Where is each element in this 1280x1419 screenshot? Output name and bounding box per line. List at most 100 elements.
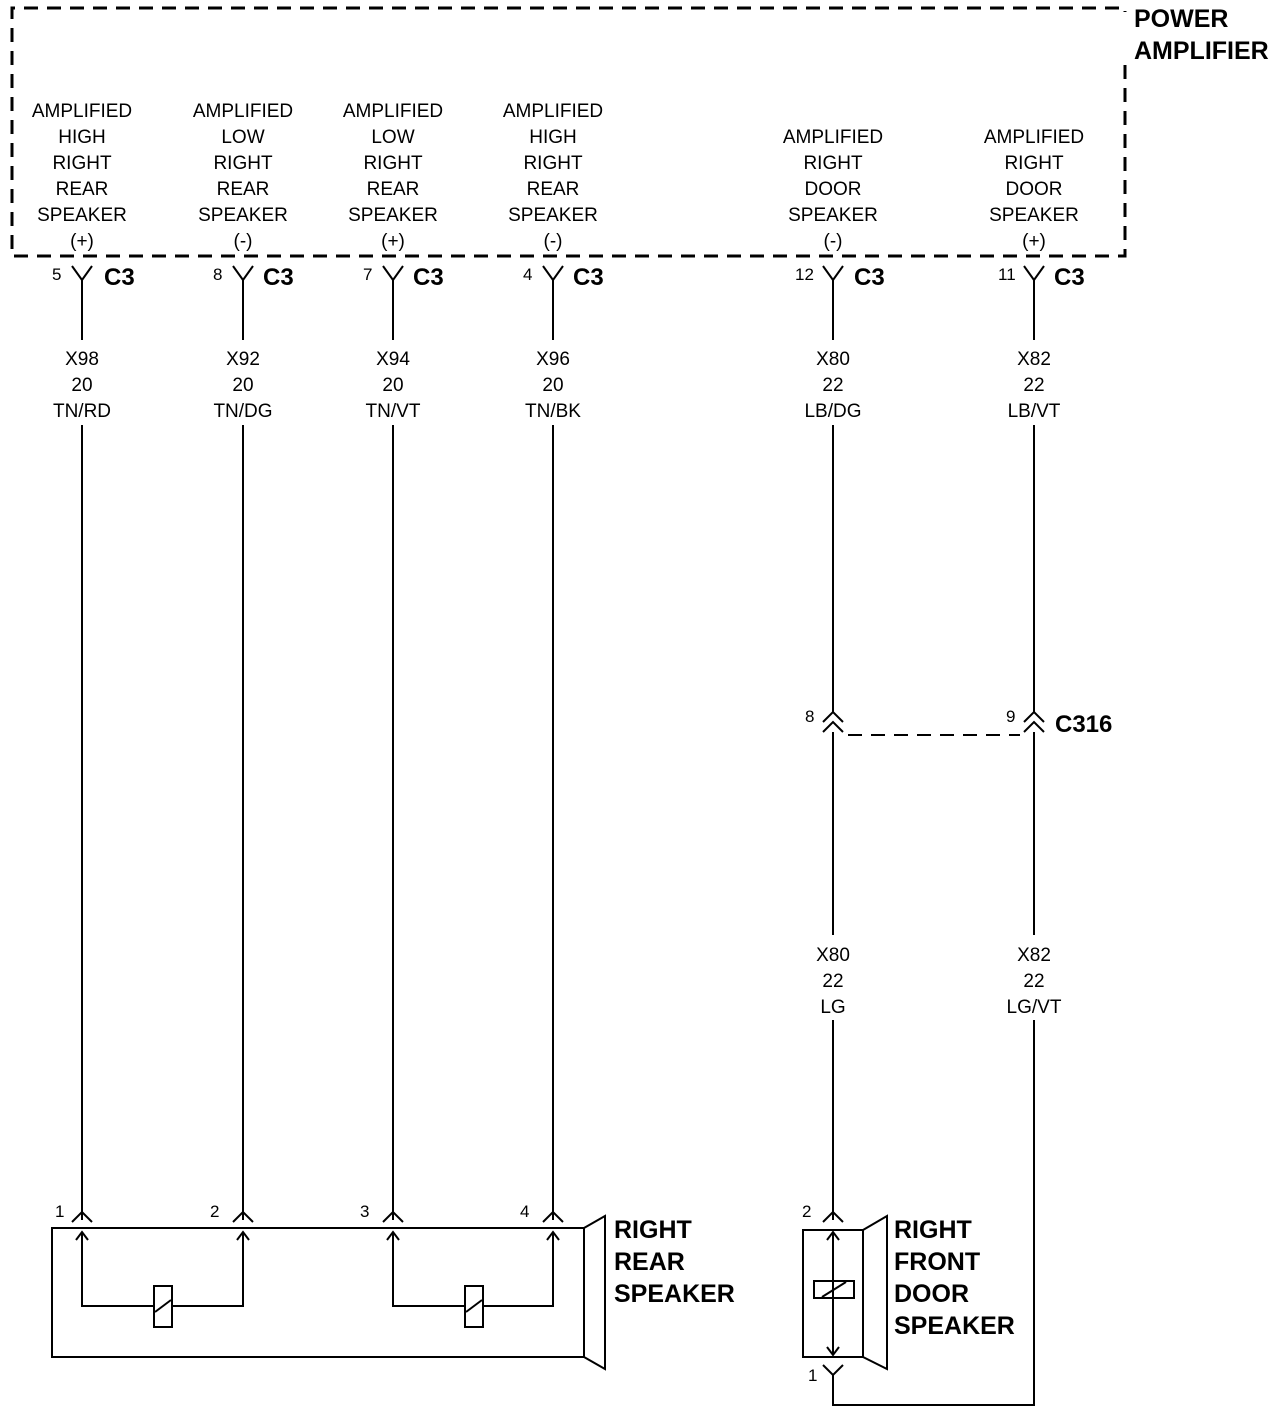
rear-speaker-label-line-1: RIGHT — [614, 1216, 692, 1244]
diagram-text: X98 — [65, 349, 99, 370]
front-pin-1 — [822, 1364, 844, 1385]
output-label-6: AMPLIFIED RIGHT DOOR SPEAKER (+) — [984, 127, 1084, 252]
rear-speaker-horn-icon — [583, 1214, 606, 1371]
rear-low-circuit — [386, 1230, 560, 1307]
diagram-text: 8 — [805, 707, 814, 726]
diagram-text: RIGHT — [363, 153, 423, 174]
diagram-text: LG/VT — [1007, 997, 1062, 1018]
diagram-text: (+) — [70, 231, 94, 252]
diagram-text: LG — [820, 997, 845, 1018]
diagram-text: AMPLIFIED — [32, 101, 132, 122]
front-circuit — [826, 1230, 840, 1357]
diagram-stroke — [232, 265, 254, 288]
diagram-text: LB/DG — [804, 401, 861, 422]
diagram-text: C3 — [1054, 264, 1085, 291]
front-speaker-label-line-3: DOOR — [894, 1280, 969, 1308]
c3-pin-12: 12 C3 — [795, 264, 885, 291]
c3-pin-4: 4 C3 — [523, 264, 604, 291]
front-speaker-label-line-2: FRONT — [894, 1248, 980, 1276]
diagram-text: C3 — [573, 264, 604, 291]
wire-label-x80: X80 22 LB/DG — [804, 349, 861, 422]
diagram-text: AMPLIFIED — [503, 101, 603, 122]
wires — [81, 288, 1035, 1406]
diagram-stroke — [822, 265, 844, 288]
diagram-text: HIGH — [58, 127, 106, 148]
c3-pin-7: 7 C3 — [363, 264, 444, 291]
diagram-text: 22 — [1023, 375, 1044, 396]
diagram-text: LOW — [221, 127, 264, 148]
diagram-text: REAR — [217, 179, 270, 200]
diagram-text: DOOR — [1006, 179, 1063, 200]
c316-pin-8 — [822, 710, 844, 733]
rear-speaker-label-line-2: REAR — [614, 1248, 685, 1276]
rear-pin-2 — [232, 1210, 254, 1223]
diagram-text: (-) — [234, 231, 253, 252]
output-label-2: AMPLIFIED LOW RIGHT REAR SPEAKER (-) — [193, 101, 293, 252]
diagram-text: 20 — [382, 375, 403, 396]
diagram-text: REAR — [367, 179, 420, 200]
diagram-text: 8 — [213, 265, 222, 284]
right-rear-speaker: 1 2 3 4 RIGHT REAR SPEAKER — [51, 1202, 735, 1371]
wire-labels-lower: X80 22 LG X82 22 LG/VT — [816, 945, 1062, 1018]
diagram-stroke — [71, 265, 93, 288]
diagram-text: C3 — [854, 264, 885, 291]
diagram-text: REAR — [527, 179, 580, 200]
c3-connector-pins: 5 C3 8 C3 7 C3 4 C3 12 C3 11 C3 — [52, 264, 1085, 291]
diagram-text: (-) — [824, 231, 843, 252]
diagram-text: 22 — [822, 375, 843, 396]
diagram-text: SPEAKER — [37, 205, 127, 226]
diagram-text: 4 — [520, 1202, 529, 1221]
diagram-text: TN/DG — [213, 401, 272, 422]
diagram-text: 20 — [542, 375, 563, 396]
wire-label-x94: X94 20 TN/VT — [366, 349, 421, 422]
front-speaker-horn-icon — [862, 1214, 888, 1371]
diagram-text: C3 — [104, 264, 135, 291]
front-speaker-label-line-4: SPEAKER — [894, 1312, 1015, 1340]
diagram-text: HIGH — [529, 127, 577, 148]
diagram-text: AMPLIFIED — [193, 101, 293, 122]
c316-pin-9 — [1023, 710, 1045, 733]
diagram-text: DOOR — [805, 179, 862, 200]
diagram-stroke — [154, 1299, 172, 1313]
front-speaker-body — [802, 1229, 864, 1358]
front-coil-icon — [813, 1280, 855, 1299]
diagram-text: X94 — [376, 349, 410, 370]
diagram-text: 2 — [802, 1202, 811, 1221]
front-pin-2 — [822, 1210, 844, 1223]
output-label-4: AMPLIFIED HIGH RIGHT REAR SPEAKER (-) — [503, 101, 603, 252]
rear-speaker-body — [51, 1227, 585, 1358]
diagram-text: LB/VT — [1008, 401, 1061, 422]
power-amplifier-title-line-2: AMPLIFIER — [1134, 37, 1269, 65]
diagram-text: RIGHT — [52, 153, 112, 174]
diagram-text: REAR — [56, 179, 109, 200]
diagram-text: X82 — [1017, 349, 1051, 370]
wire-label-x82: X82 22 LB/VT — [1008, 349, 1061, 422]
diagram-stroke — [821, 1281, 847, 1298]
wire-label-x98: X98 20 TN/RD — [53, 349, 111, 422]
diagram-text: AMPLIFIED — [343, 101, 443, 122]
diagram-text: X96 — [536, 349, 570, 370]
diagram-text: LOW — [371, 127, 414, 148]
wire-label-x80-lower: X80 22 LG — [816, 945, 850, 1018]
c3-pin-8: 8 C3 — [213, 264, 294, 291]
diagram-text: 22 — [1023, 971, 1044, 992]
diagram-text: RIGHT — [213, 153, 273, 174]
rear-pin-3 — [382, 1210, 404, 1223]
diagram-stroke — [542, 265, 564, 288]
diagram-text: (-) — [544, 231, 563, 252]
rear-pin-4 — [542, 1210, 564, 1223]
wire-labels-upper: X98 20 TN/RD X92 20 TN/DG X94 20 TN/VT X… — [53, 349, 1061, 422]
wire-label-x92: X92 20 TN/DG — [213, 349, 272, 422]
right-front-door-speaker: 2 1 RIGHT FRONT DOOR SPEAKER — [802, 1202, 1015, 1385]
diagram-text: AMPLIFIED — [783, 127, 883, 148]
diagram-text: RIGHT — [1004, 153, 1064, 174]
diagram-stroke — [1023, 265, 1045, 288]
diagram-text: C3 — [413, 264, 444, 291]
power-amplifier-title-line-1: POWER — [1134, 5, 1228, 33]
diagram-text: (+) — [1022, 231, 1046, 252]
diagram-text: 11 — [998, 265, 1016, 284]
diagram-text: 4 — [523, 265, 532, 284]
diagram-text: X82 — [1017, 945, 1051, 966]
diagram-text: SPEAKER — [508, 205, 598, 226]
